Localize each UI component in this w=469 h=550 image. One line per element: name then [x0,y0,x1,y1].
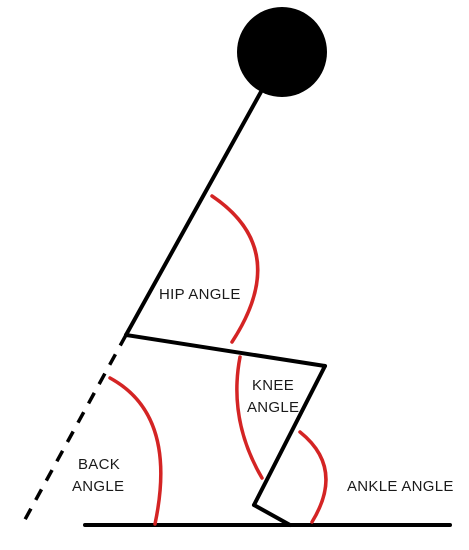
thigh-segment [124,333,327,368]
torso-segment [124,88,264,337]
ankle-angle-label: ANKLE ANGLE [347,478,454,495]
back-angle-arc [108,376,163,526]
shin-segment [252,364,327,507]
foot-segment [252,503,292,527]
knee-angle-label-line2: ANGLE [247,399,299,416]
head-circle [237,7,327,97]
back-angle-label-line1: BACK [78,456,120,473]
ankle-angle-arc [298,430,328,524]
back-reference-dashed-line [20,334,128,526]
knee-angle-label-line1: KNEE [252,377,294,394]
hip-angle-arc [210,194,260,344]
back-angle-label-line2: ANGLE [72,478,124,495]
knee-angle-arc [235,355,264,480]
hip-angle-label: HIP ANGLE [159,286,241,303]
